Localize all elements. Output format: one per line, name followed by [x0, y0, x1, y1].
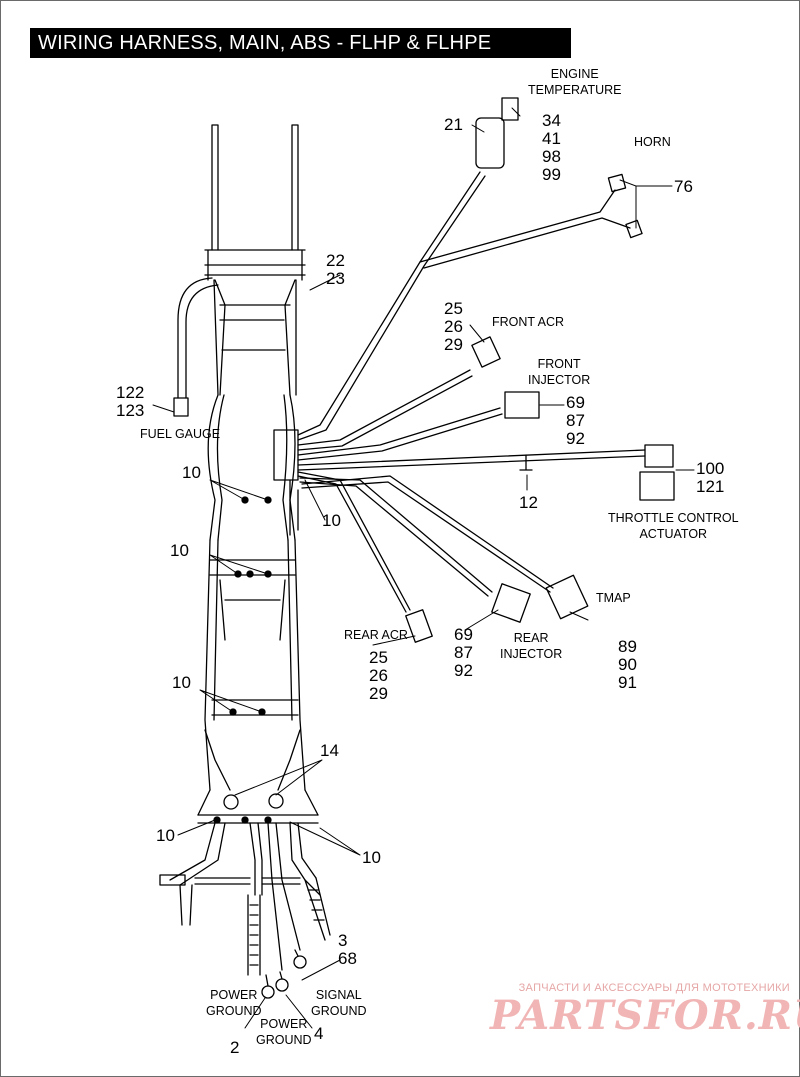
callout-tie-1: 10	[182, 463, 201, 482]
watermark-brand: PARTSFOR.RU	[490, 992, 800, 1039]
label-fuel-gauge: FUEL GAUGE	[140, 427, 221, 441]
label-rear-acr: REAR ACR	[344, 628, 408, 642]
label-rear-injector: REAR INJECTOR	[500, 631, 563, 661]
harness-lower	[159, 822, 331, 999]
label-power-ground-left: POWER GROUND	[206, 988, 262, 1018]
label-throttle-control-actuator: THROTTLE CONTROL ACTUATOR	[608, 511, 739, 541]
watermark: ЗАПЧАСТИ И АКСЕССУАРЫ ДЛЯ МОТОТЕХНИКИ PA…	[490, 982, 800, 1039]
fuel-gauge-lead	[173, 277, 219, 417]
harness-trunk	[273, 97, 675, 643]
watermark-tagline: ЗАПЧАСТИ И АКСЕССУАРЫ ДЛЯ МОТОТЕХНИКИ	[518, 982, 790, 994]
frame-middle	[197, 539, 319, 824]
frame-grommets	[213, 496, 284, 824]
page-title: WIRING HARNESS, MAIN, ABS - FLHP & FLHPE	[30, 28, 571, 58]
callout-tie-4: 10	[172, 673, 191, 692]
callout-tie-5: 10	[156, 826, 175, 845]
label-horn: HORN	[634, 135, 671, 149]
label-signal-ground: SIGNAL GROUND	[311, 988, 367, 1018]
callout-sensor-body: 21	[444, 115, 463, 134]
leader-lines	[152, 107, 695, 1029]
callout-tie-6: 10	[362, 848, 381, 867]
label-engine-temperature: ENGINE TEMPERATURE	[528, 67, 622, 97]
label-tmap: TMAP	[596, 591, 631, 605]
label-power-ground-center: POWER GROUND	[256, 1017, 312, 1047]
callout-tie-3: 10	[170, 541, 189, 560]
label-front-acr: FRONT ACR	[492, 315, 564, 329]
callout-grommets: 14	[320, 741, 339, 760]
callout-tie-2: 10	[322, 511, 341, 530]
callout-power-ground-left: 2	[230, 1038, 240, 1057]
label-front-injector: FRONT INJECTOR	[528, 357, 591, 387]
callout-clip: 12	[519, 493, 538, 512]
callout-power-ground-center: 4	[314, 1024, 324, 1043]
frame-upper	[204, 124, 306, 541]
callout-horn: 76	[674, 177, 693, 196]
